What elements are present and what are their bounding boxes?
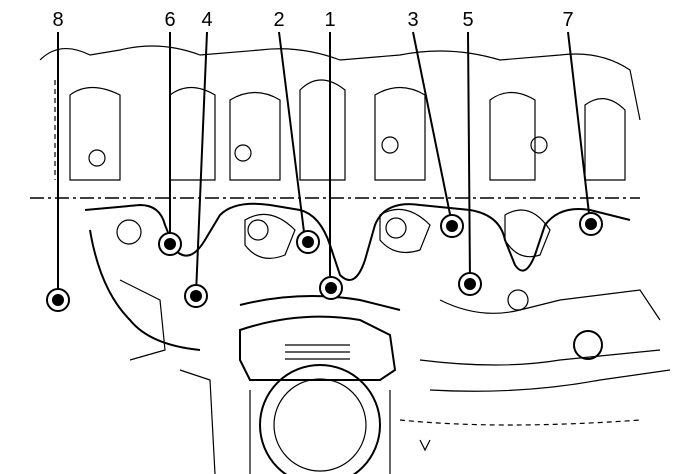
bolt-4 xyxy=(184,284,208,308)
label-2: 2 xyxy=(273,9,284,31)
bolt-6 xyxy=(158,232,182,256)
bolts xyxy=(46,212,603,312)
leader-line-4 xyxy=(195,31,208,295)
bolt-3 xyxy=(440,214,464,238)
throttle-body xyxy=(239,315,397,474)
leader-lines xyxy=(57,31,591,298)
leader-line-2 xyxy=(278,31,306,241)
bolt-7 xyxy=(579,212,603,236)
bolt-2 xyxy=(296,230,320,254)
lower-pipes xyxy=(119,279,671,474)
sequence-labels: 8 6 4 2 1 3 5 7 xyxy=(52,9,573,31)
leader-line-5 xyxy=(467,31,471,283)
bolt-1 xyxy=(319,276,343,300)
label-1: 1 xyxy=(324,9,335,31)
exhaust-manifold xyxy=(84,202,631,351)
label-7: 7 xyxy=(562,9,573,31)
label-6: 6 xyxy=(164,9,175,31)
bolt-8 xyxy=(46,288,70,312)
label-5: 5 xyxy=(462,9,473,31)
leader-line-3 xyxy=(412,31,453,225)
cylinder-head xyxy=(39,45,641,181)
label-8: 8 xyxy=(52,9,63,31)
label-3: 3 xyxy=(407,9,418,31)
bolt-5 xyxy=(458,272,482,296)
label-4: 4 xyxy=(201,9,212,31)
leader-line-7 xyxy=(567,31,591,223)
